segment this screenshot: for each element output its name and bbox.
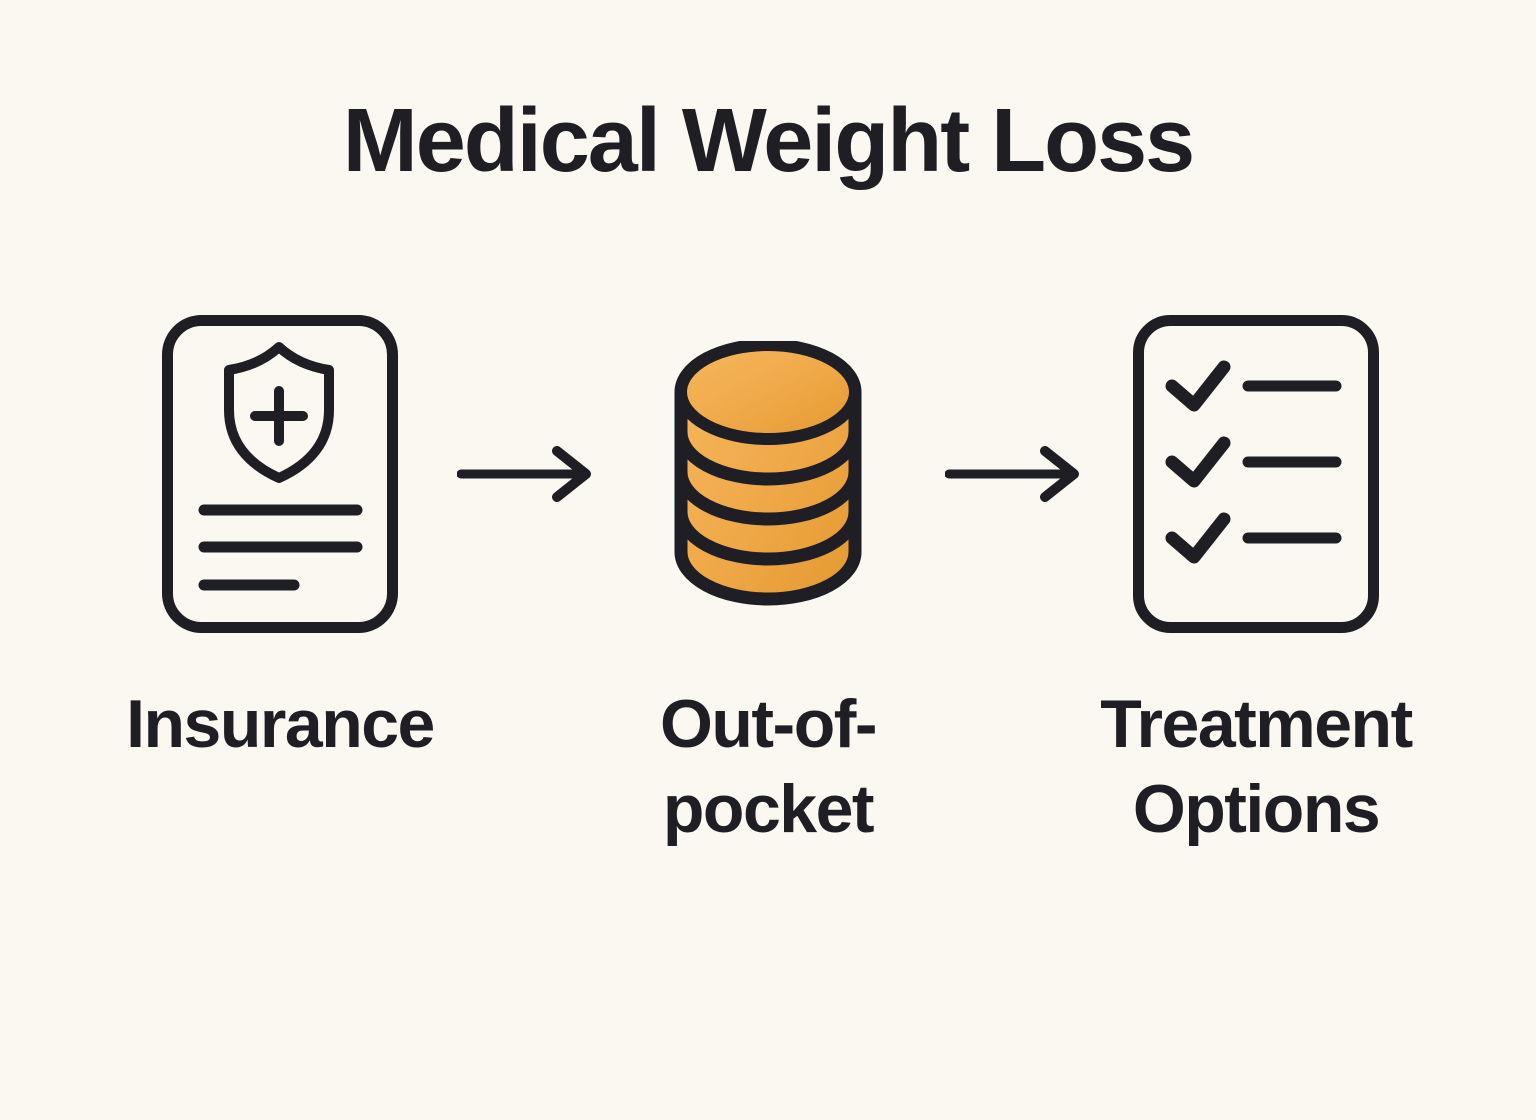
page-title: Medical Weight Loss [342,91,1196,191]
checklist-document-icon [1132,314,1380,634]
coin-stack-icon [673,314,863,634]
step-out-of-pocket: Out-of- pocket [598,314,938,852]
step-label-treatment-options: Treatment Options [1100,686,1413,847]
insurance-document-shield-icon [161,314,399,634]
step-insurance: Insurance [110,314,450,767]
step-label-insurance: Insurance [126,686,435,762]
step-treatment-options: Treatment Options [1086,314,1426,852]
step-label-out-of-pocket: Out-of- pocket [659,686,878,847]
arrow-right-icon [456,314,592,634]
arrow-right-icon [944,314,1080,634]
infographic-page: Medical Weight Loss Insurance [0,96,1536,852]
flow-diagram: Insurance [0,314,1536,852]
